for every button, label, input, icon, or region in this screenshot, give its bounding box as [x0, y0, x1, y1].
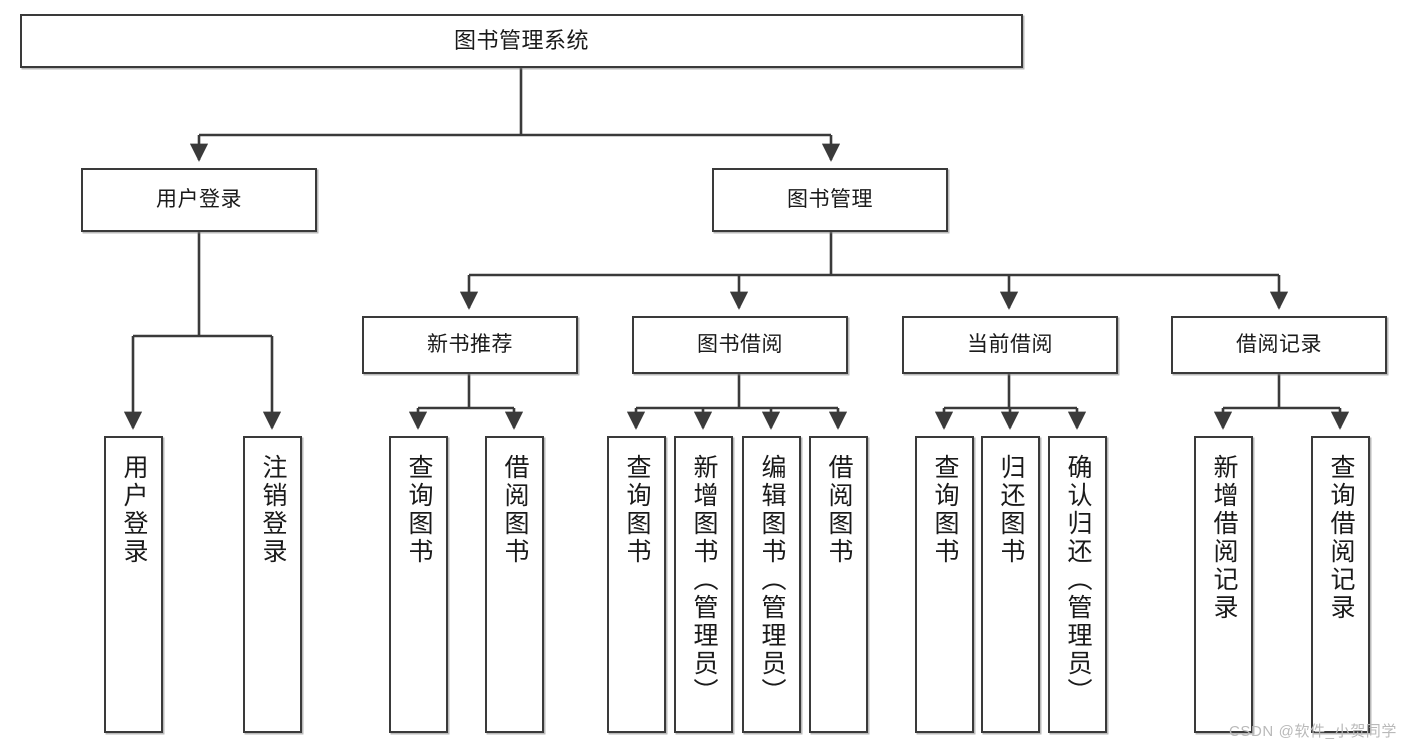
node-leaf-add-record[interactable]: 新增借阅记录 — [1194, 436, 1253, 733]
watermark: CSDN @软件_小贺同学 — [1228, 723, 1397, 740]
node-label: 编辑图书（管理员） — [758, 454, 786, 706]
node-book-borrow[interactable]: 图书借阅 — [632, 316, 848, 374]
node-leaf-logout-login[interactable]: 注销登录 — [243, 436, 302, 733]
node-borrow-record[interactable]: 借阅记录 — [1171, 316, 1387, 374]
node-label: 查询图书 — [931, 454, 959, 566]
node-root-book-management-system[interactable]: 图书管理系统 — [20, 14, 1023, 68]
node-label: 借阅图书 — [825, 454, 853, 566]
node-book-management[interactable]: 图书管理 — [712, 168, 948, 232]
node-label: 新增借阅记录 — [1210, 454, 1238, 622]
node-label: 用户登录 — [156, 188, 242, 212]
node-label: 当前借阅 — [967, 333, 1053, 357]
node-label: 图书借阅 — [697, 333, 783, 357]
node-label: 确认归还（管理员） — [1064, 454, 1092, 706]
node-label: 借阅图书 — [501, 454, 529, 566]
node-label: 查询图书 — [405, 454, 433, 566]
node-leaf-borrow-book-1[interactable]: 借阅图书 — [485, 436, 544, 733]
node-label: 新增图书（管理员） — [690, 454, 718, 706]
node-leaf-edit-book[interactable]: 编辑图书（管理员） — [742, 436, 801, 733]
node-leaf-query-book-3[interactable]: 查询图书 — [915, 436, 974, 733]
node-leaf-user-login[interactable]: 用户登录 — [104, 436, 163, 733]
node-label: 用户登录 — [120, 454, 148, 566]
node-label: 图书管理 — [787, 188, 873, 212]
node-leaf-add-book[interactable]: 新增图书（管理员） — [674, 436, 733, 733]
node-leaf-query-book-2[interactable]: 查询图书 — [607, 436, 666, 733]
node-label: 图书管理系统 — [453, 27, 589, 53]
node-label: 注销登录 — [259, 454, 287, 566]
node-label: 查询图书 — [623, 454, 651, 566]
node-label: 借阅记录 — [1236, 333, 1322, 357]
node-new-book-recommend[interactable]: 新书推荐 — [362, 316, 578, 374]
node-label: 查询借阅记录 — [1327, 454, 1355, 622]
node-leaf-query-record[interactable]: 查询借阅记录 — [1311, 436, 1370, 733]
node-user-login[interactable]: 用户登录 — [81, 168, 317, 232]
node-leaf-query-book-1[interactable]: 查询图书 — [389, 436, 448, 733]
node-label: 归还图书 — [997, 454, 1025, 566]
node-leaf-borrow-book-2[interactable]: 借阅图书 — [809, 436, 868, 733]
node-leaf-confirm-return[interactable]: 确认归还（管理员） — [1048, 436, 1107, 733]
node-leaf-return-book[interactable]: 归还图书 — [981, 436, 1040, 733]
node-label: 新书推荐 — [427, 333, 513, 357]
node-current-borrow[interactable]: 当前借阅 — [902, 316, 1118, 374]
